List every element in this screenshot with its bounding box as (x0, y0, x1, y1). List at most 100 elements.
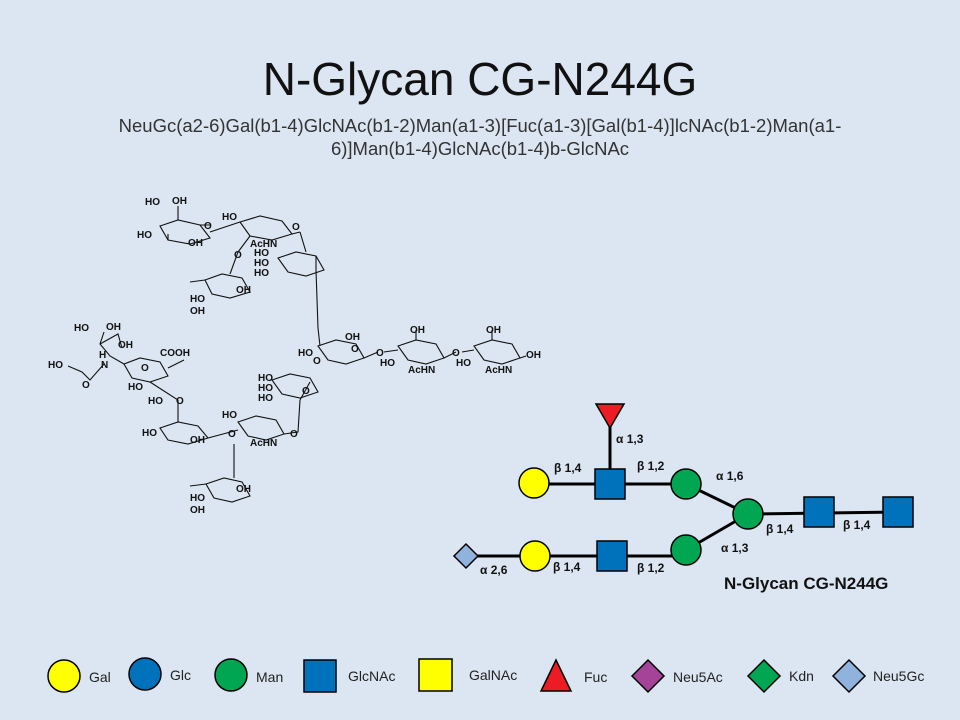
cartoon-caption: N-Glycan CG-N244G (724, 574, 888, 593)
label-ho: HO (137, 230, 152, 241)
label-o: O (234, 250, 242, 261)
legend-neu5ac-icon (630, 658, 666, 694)
label-ho: HO (148, 396, 163, 407)
label-ho: HO (222, 410, 237, 421)
label-ho: HO (190, 493, 205, 504)
legend-neu5ac-label: Neu5Ac (673, 669, 723, 685)
iupac-sequence: NeuGc(a2-6)Gal(b1-4)GlcNAc(b1-2)Man(a1-3… (118, 115, 842, 159)
legend-kdn-label: Kdn (789, 668, 814, 684)
label-ho: HO (254, 248, 269, 259)
label-oh: OH (345, 332, 360, 343)
legend-glcnac-label: GlcNAc (348, 668, 395, 684)
ring-man-core (317, 327, 379, 365)
label-oh: OH (188, 238, 203, 249)
gal-circle-bottom (519, 540, 551, 572)
gal-circle-top (518, 467, 550, 499)
label-ho: HO (298, 348, 313, 359)
linkage-glcnac-bottom: β 1,2 (637, 561, 665, 575)
label-oh: OH (106, 322, 121, 333)
label-oh: OH (190, 306, 205, 317)
linkage-glcnac-b14: β 1,4 (843, 518, 871, 532)
legend (47, 657, 867, 694)
legend-galnac-icon (418, 658, 453, 692)
label-oh: OH (236, 285, 251, 296)
label-ho: HO (145, 197, 160, 208)
label-o: O (204, 221, 212, 232)
glcnac-square-bottom (596, 540, 628, 572)
fuc-triangle (594, 403, 626, 430)
legend-neu5gc-icon (831, 658, 867, 694)
bond-a16 (315, 269, 319, 329)
ring-glcnac-core2 (461, 330, 527, 365)
linkage-fuc: α 1,3 (616, 432, 644, 446)
label-ho: HO (48, 360, 63, 371)
legend-glc-label: Glc (170, 667, 191, 683)
label-oh: OH (190, 435, 205, 446)
ring-man-top (277, 231, 325, 277)
label-ho: HO (74, 323, 89, 334)
label-achn: AcHN (250, 438, 277, 449)
legend-labels: Gal Glc Man GlcNAc GalNAc Fuc Neu5Ac Kdn… (89, 667, 924, 685)
legend-neu5gc-label: Neu5Gc (873, 668, 924, 684)
linkage-gal-bottom: β 1,4 (553, 560, 581, 574)
label-oh: OH (190, 505, 205, 516)
label-o: O (313, 356, 321, 367)
glcnac-square-core1 (803, 496, 835, 528)
ring-glcnac-core1 (383, 330, 457, 365)
label-o: O (302, 386, 310, 397)
legend-fuc-label: Fuc (584, 669, 607, 685)
label-o: O (141, 363, 149, 374)
label-ho: HO (128, 382, 143, 393)
label-ho: HO (222, 212, 237, 223)
man-circle-a16 (670, 468, 702, 500)
label-ho: HO (258, 393, 273, 404)
legend-man-label: Man (256, 669, 283, 685)
neugc-diamond (452, 542, 480, 570)
label-achn: AcHN (485, 365, 512, 376)
legend-man-icon (214, 658, 248, 692)
label-achn: AcHN (408, 365, 435, 376)
ring-neugc (67, 331, 185, 422)
label-achn: AcHN (250, 239, 277, 250)
cartoon-nodes (452, 403, 914, 572)
glcnac-square-core2 (882, 496, 914, 528)
label-oh: OH (118, 340, 133, 351)
label-oh: OH (486, 325, 501, 336)
label-o: O (290, 429, 298, 440)
label-ho: HO (456, 358, 471, 369)
legend-glc-icon (128, 657, 162, 691)
label-ho: HO (254, 258, 269, 269)
linkage-glcnac-top: β 1,2 (637, 459, 665, 473)
cartoon-linkages: α 1,3 β 1,4 β 1,2 α 1,6 β 1,4 β 1,4 α 1,… (480, 432, 871, 577)
label-o: O (292, 222, 300, 233)
label-o: O (228, 429, 236, 440)
label-oh: OH (410, 325, 425, 336)
linkage-man-b14: β 1,4 (766, 522, 794, 536)
label-o: O (351, 344, 359, 355)
label-o: O (376, 348, 384, 359)
man-circle-core (732, 498, 764, 530)
label-h: H (99, 350, 106, 361)
label-ho: HO (380, 358, 395, 369)
ring-fuc-top (189, 235, 251, 299)
label-o: O (82, 380, 90, 391)
label-oh: OH (236, 484, 251, 495)
label-ho: HO (190, 294, 205, 305)
label-ho: HO (142, 428, 157, 439)
label-cooh: COOH (160, 348, 190, 359)
label-ho: HO (258, 383, 273, 394)
man-circle-a13 (670, 534, 702, 566)
label-o: O (452, 348, 460, 359)
legend-fuc-icon (539, 658, 573, 692)
glcnac-square-top (594, 468, 626, 500)
label-o: O (176, 396, 184, 407)
ring-glcnac-bottom (237, 399, 301, 441)
linkage-gal-top: β 1,4 (554, 461, 582, 475)
legend-galnac-label: GalNAc (469, 667, 517, 683)
page-title: N-Glycan CG-N244G (262, 53, 698, 105)
ring-gal-top (159, 206, 211, 245)
linkage-man-a13: α 1,3 (721, 541, 749, 555)
linkage-man-a16: α 1,6 (716, 469, 744, 483)
legend-gal-label: Gal (89, 669, 111, 685)
